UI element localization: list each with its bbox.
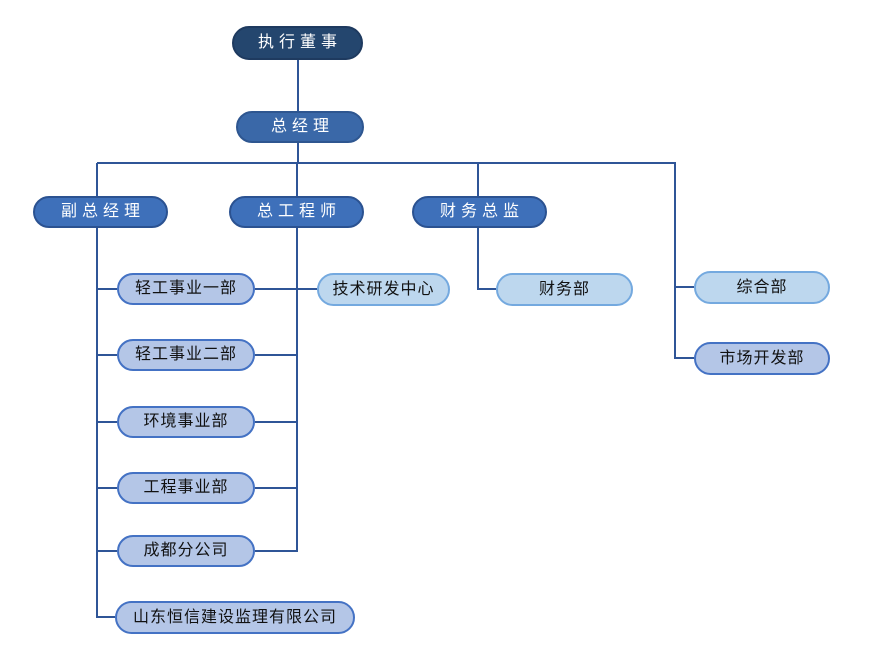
org-node-chengdu-branch[interactable]: 成都分公司: [117, 535, 255, 567]
org-node-chief-engineer[interactable]: 总工程师: [229, 196, 364, 228]
org-node-finance-director[interactable]: 财务总监: [412, 196, 547, 228]
org-node-light-industry-div-2[interactable]: 轻工事业二部: [117, 339, 255, 371]
org-node-environment-div[interactable]: 环境事业部: [117, 406, 255, 438]
org-node-shandong-hengxin[interactable]: 山东恒信建设监理有限公司: [115, 601, 355, 634]
connector-right-drop: [674, 162, 694, 359]
org-node-general-affairs-dept[interactable]: 综合部: [694, 271, 830, 304]
org-node-general-manager[interactable]: 总经理: [236, 111, 364, 143]
connector-cfo-to-finance: [477, 228, 496, 290]
connector-deputy-spine: [96, 228, 115, 618]
connector-chief-spine: [255, 228, 298, 552]
org-node-engineering-div[interactable]: 工程事业部: [117, 472, 255, 504]
org-node-market-dev-dept[interactable]: 市场开发部: [694, 342, 830, 375]
org-node-finance-dept[interactable]: 财务部: [496, 273, 633, 306]
org-node-deputy-general-manager[interactable]: 副总经理: [33, 196, 168, 228]
org-node-tech-rd-center[interactable]: 技术研发中心: [317, 273, 450, 306]
org-node-executive-director[interactable]: 执行董事: [232, 26, 363, 60]
org-node-light-industry-div-1[interactable]: 轻工事业一部: [117, 273, 255, 305]
